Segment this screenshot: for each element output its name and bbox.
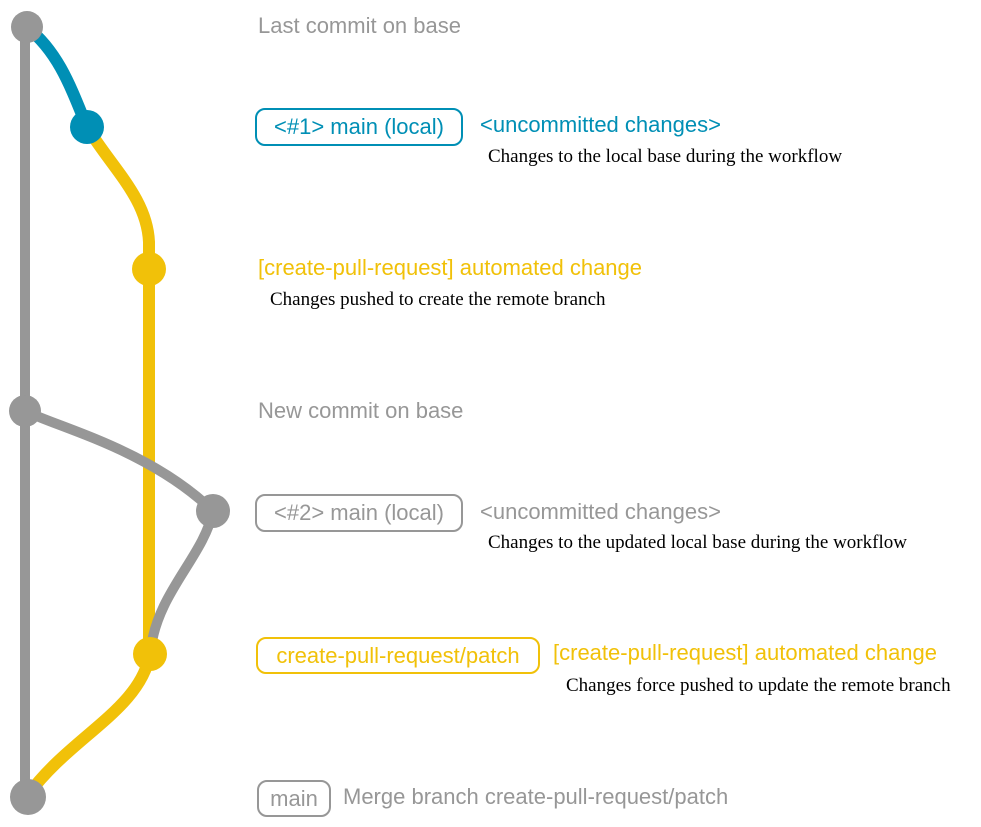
commit-dot-base-last <box>11 11 43 43</box>
branch-label-main: main <box>257 780 331 817</box>
description-local-changes-1: Changes to the local base during the wor… <box>488 146 843 167</box>
description-local-changes-2: Changes to the updated local base during… <box>488 532 907 553</box>
commit-dot-merge <box>10 779 46 815</box>
branch-label-text: <#2> main (local) <box>274 500 444 525</box>
commit-dot-local-2 <box>196 494 230 528</box>
commit-dot-base-new <box>9 395 41 427</box>
branch-label-text: main <box>270 785 318 811</box>
commit-message-automated-1: [create-pull-request] automated change <box>258 255 643 280</box>
commit-dot-patch-1 <box>132 252 166 286</box>
branch-label-text: <#1> main (local) <box>274 114 444 139</box>
edge-branch-main-local-1 <box>21 21 93 133</box>
description-force-pushed: Changes force pushed to update the remot… <box>566 675 951 696</box>
branch-label-main-local-1: <#1> main (local) <box>255 108 463 146</box>
edge-branch-main-local-2 <box>20 406 219 653</box>
commit-message-automated-2: [create-pull-request] automated change <box>553 640 938 665</box>
commit-dot-patch-2 <box>133 637 167 671</box>
edge-merge-patch <box>22 648 156 801</box>
note-new-commit: New commit on base <box>258 398 464 423</box>
annotation-uncommitted-2: <uncommitted changes> <box>480 499 721 524</box>
note-last-commit: Last commit on base <box>258 13 461 38</box>
description-pushed: Changes pushed to create the remote bran… <box>270 289 606 310</box>
commit-dot-local-1 <box>70 110 104 144</box>
annotation-uncommitted-1: <uncommitted changes> <box>480 112 721 137</box>
branch-label-text: create-pull-request/patch <box>276 642 520 668</box>
branch-label-patch: create-pull-request/patch <box>256 637 540 674</box>
edge-branch-patch-1 <box>81 121 155 660</box>
branch-label-main-local-2: <#2> main (local) <box>255 494 463 532</box>
commit-message-merge: Merge branch create-pull-request/patch <box>343 784 729 809</box>
